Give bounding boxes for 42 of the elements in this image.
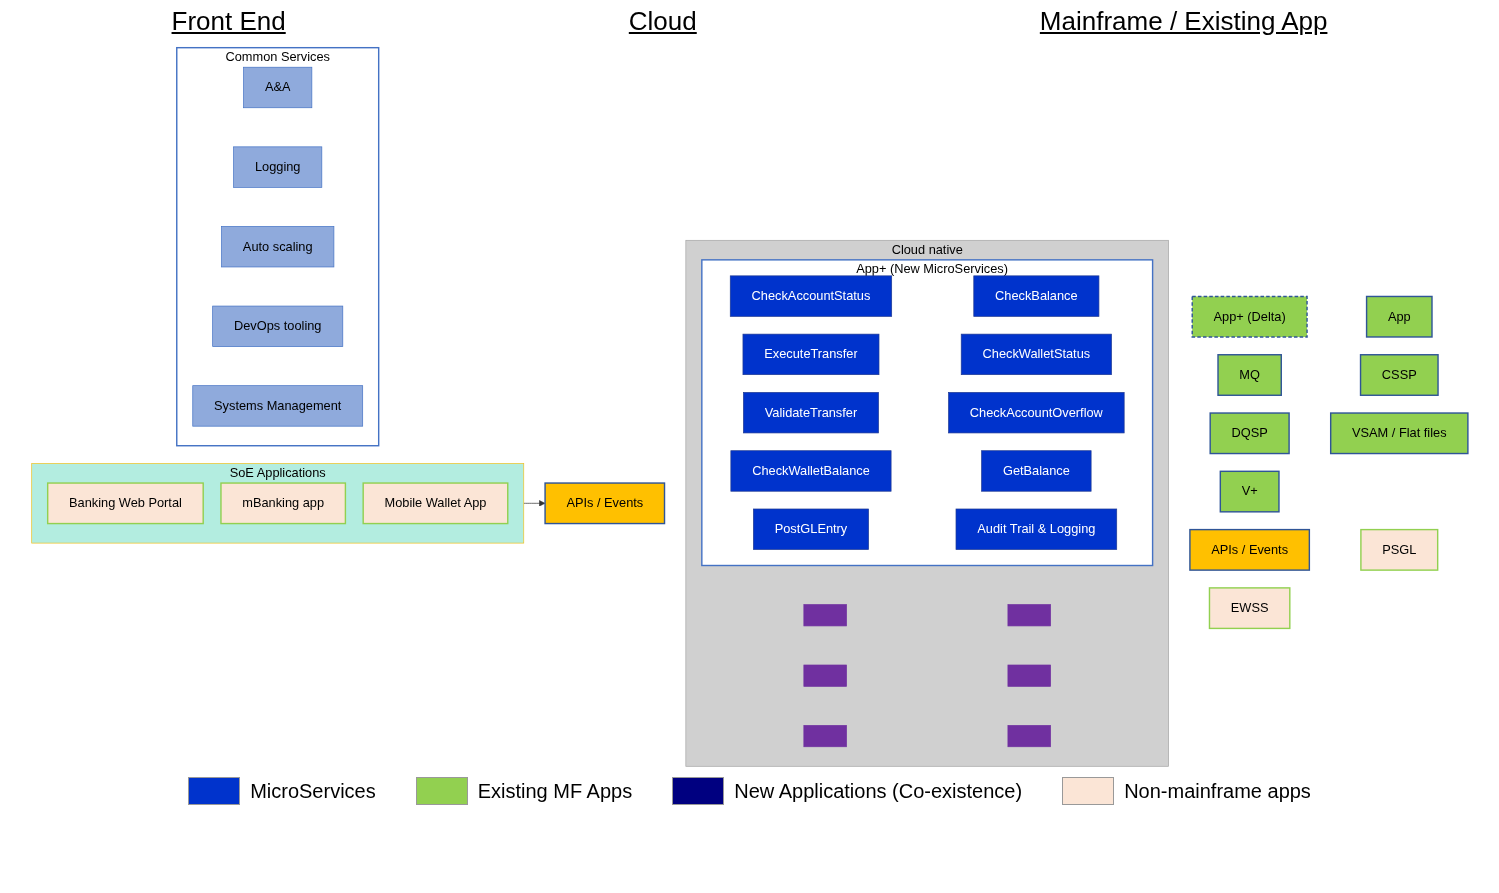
column-heading: Cloud bbox=[628, 6, 697, 37]
node-box: Systems Management bbox=[192, 385, 363, 427]
node-box: DevOps tooling bbox=[212, 305, 343, 347]
node-box bbox=[803, 725, 847, 748]
node-box bbox=[1007, 604, 1051, 627]
node-box: Auto scaling bbox=[220, 226, 334, 268]
node-box: mBanking app bbox=[219, 482, 346, 525]
legend-label: Existing MF Apps bbox=[477, 779, 633, 803]
node-box bbox=[803, 664, 847, 687]
node-box: CSSP bbox=[1359, 354, 1439, 396]
legend-label: MicroServices bbox=[250, 779, 376, 803]
column-heading: Front End bbox=[171, 6, 286, 37]
node-box: DQSP bbox=[1209, 412, 1290, 455]
node-box bbox=[1007, 664, 1051, 687]
node-box: Banking Web Portal bbox=[46, 482, 204, 525]
node-box: GetBalance bbox=[980, 450, 1092, 492]
node-box: CheckAccountStatus bbox=[729, 275, 892, 317]
node-box: App+ (Delta) bbox=[1191, 295, 1308, 338]
node-box: MQ bbox=[1217, 354, 1282, 396]
node-box: APIs / Events bbox=[544, 482, 665, 525]
node-box: Logging bbox=[232, 146, 322, 188]
node-box: Audit Trail & Logging bbox=[955, 508, 1117, 550]
node-box: ValidateTransfer bbox=[742, 392, 879, 434]
legend-label: Non-mainframe apps bbox=[1124, 779, 1311, 803]
node-box bbox=[803, 604, 847, 627]
node-box bbox=[1007, 725, 1051, 748]
node-box: VSAM / Flat files bbox=[1329, 412, 1469, 455]
node-box: PostGLEntry bbox=[752, 508, 869, 550]
node-box: PSGL bbox=[1359, 528, 1439, 571]
node-box: APIs / Events bbox=[1188, 528, 1310, 571]
legend-label: New Applications (Co-existence) bbox=[734, 779, 1023, 803]
node-box: Mobile Wallet App bbox=[362, 482, 509, 525]
node-box: CheckWalletBalance bbox=[730, 450, 892, 492]
node-box: CheckWalletStatus bbox=[960, 333, 1112, 375]
node-box: App bbox=[1365, 295, 1433, 338]
node-box: ExecuteTransfer bbox=[742, 333, 880, 375]
column-heading: Mainframe / Existing App bbox=[1039, 6, 1328, 37]
node-box: CheckAccountOverflow bbox=[947, 392, 1125, 434]
node-box: CheckBalance bbox=[973, 275, 1099, 317]
node-box: EWSS bbox=[1208, 587, 1291, 630]
node-box: V+ bbox=[1219, 470, 1280, 513]
node-box: A&A bbox=[242, 66, 312, 109]
